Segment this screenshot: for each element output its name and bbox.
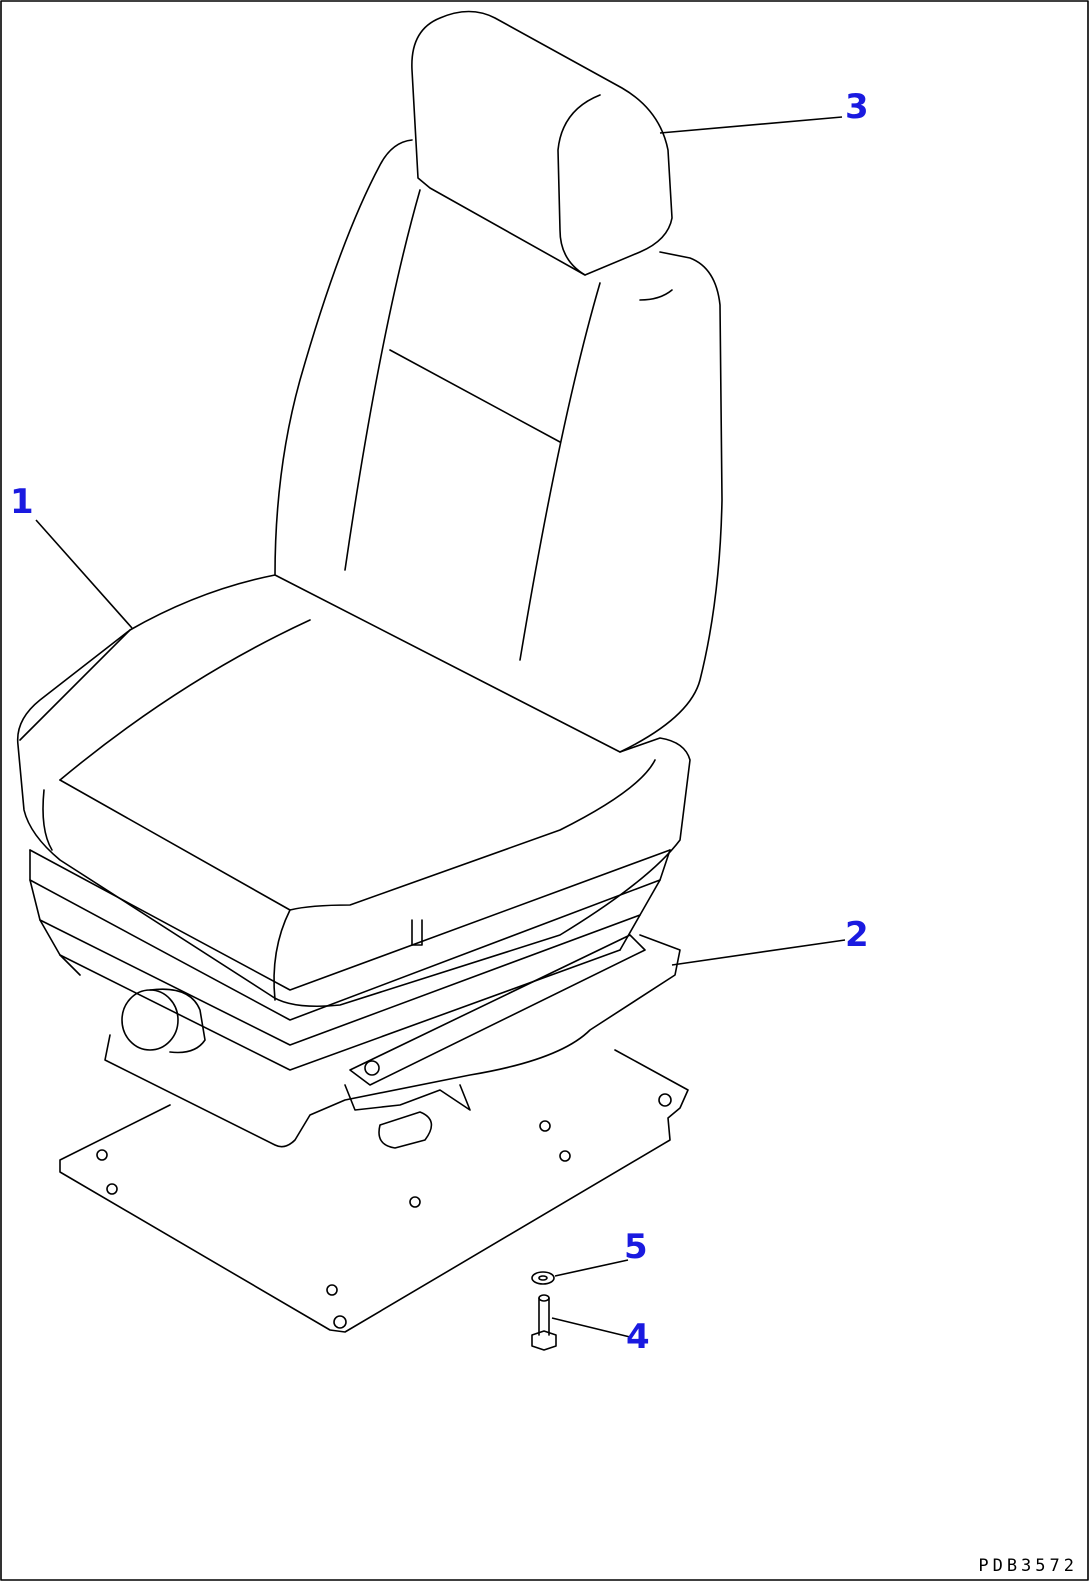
drawing-code: PDB3572 xyxy=(978,1556,1078,1576)
slide-rail xyxy=(104,934,681,1149)
callout-4: 4 xyxy=(626,1317,650,1357)
adjustment-knob xyxy=(121,988,206,1054)
backrest xyxy=(274,139,723,753)
callout-1: 1 xyxy=(10,482,34,522)
callout-2: 2 xyxy=(845,915,869,955)
leader-line-1 xyxy=(35,519,133,629)
washer xyxy=(531,1271,555,1285)
leader-line-4 xyxy=(551,1317,631,1338)
bolt xyxy=(531,1294,557,1351)
leader-line-2 xyxy=(671,939,846,966)
seat-cushion xyxy=(16,574,691,1008)
leader-line-3 xyxy=(659,116,843,134)
mounting-plate xyxy=(59,1049,689,1333)
headrest xyxy=(411,10,673,276)
callout-5: 5 xyxy=(624,1227,648,1267)
callout-3: 3 xyxy=(845,87,869,127)
leader-line-5 xyxy=(554,1259,629,1277)
